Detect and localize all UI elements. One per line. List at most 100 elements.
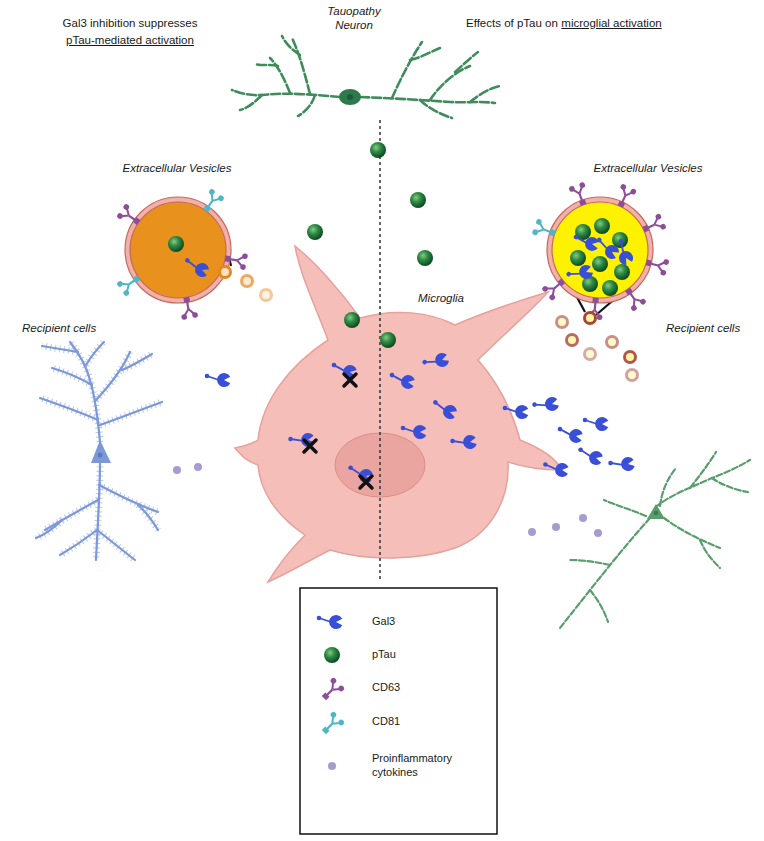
gal3-molecule bbox=[429, 399, 458, 421]
cell-label: Microglia bbox=[418, 291, 464, 305]
cell-label: Recipient cells bbox=[666, 321, 740, 335]
recipient-neuron-healthy bbox=[98, 453, 103, 458]
gal3-molecule bbox=[572, 234, 600, 252]
gal3-molecule bbox=[205, 373, 231, 387]
ptau-particle bbox=[602, 280, 618, 296]
cd63-receptor bbox=[613, 183, 637, 210]
cytokine-dot bbox=[173, 466, 181, 474]
recipient-neuron-healthy bbox=[36, 342, 162, 560]
small-vesicle bbox=[585, 313, 596, 324]
ptau-particle bbox=[592, 256, 608, 272]
small-vesicle bbox=[261, 290, 272, 301]
cd63-receptor bbox=[644, 254, 669, 276]
ptau-particle bbox=[344, 312, 360, 328]
cytokine-dot bbox=[194, 463, 202, 471]
extracellular-vesicle-inhibited bbox=[130, 202, 226, 298]
recipient-neuron-healthy bbox=[91, 440, 111, 463]
recipient-neuron-healthy bbox=[36, 342, 162, 560]
legend-text: Proinflammatory cytokines bbox=[372, 752, 482, 780]
extracellular-vesicle-ptau bbox=[532, 182, 670, 321]
divider-line bbox=[379, 120, 381, 582]
inhibition-mark bbox=[344, 374, 356, 386]
small-vesicle bbox=[242, 276, 253, 287]
small-vesicles bbox=[220, 267, 638, 381]
legend-text: CD63 bbox=[372, 681, 482, 695]
gal3-molecule bbox=[532, 396, 560, 416]
inhibition-mark bbox=[304, 440, 316, 452]
inhibition-mark bbox=[360, 476, 372, 488]
gal3-molecule bbox=[565, 263, 594, 285]
legend-text: pTau bbox=[372, 648, 482, 662]
tauopathy-neuron bbox=[339, 89, 361, 105]
gal3-molecule bbox=[556, 426, 584, 444]
microglia-cell bbox=[235, 246, 562, 582]
small-vesicle bbox=[607, 337, 618, 348]
gal3-molecule bbox=[583, 417, 609, 431]
cd63-receptor bbox=[621, 285, 647, 312]
ptau-particle bbox=[614, 264, 630, 280]
legend-gal3-icon bbox=[317, 615, 343, 629]
cd63-receptor bbox=[568, 182, 591, 208]
ptau-particle bbox=[168, 236, 184, 252]
gal3-molecule bbox=[542, 461, 569, 477]
legend-box bbox=[300, 588, 497, 834]
panel-heading: Effects of pTau on bbox=[466, 16, 558, 30]
gal3-molecule bbox=[608, 456, 636, 474]
cd63-receptor bbox=[178, 296, 198, 320]
extracellular-vesicle-inhibited bbox=[116, 188, 248, 320]
gal3-molecule bbox=[576, 446, 604, 466]
cd63-receptor bbox=[116, 203, 143, 229]
tauopathy-neuron bbox=[232, 36, 500, 118]
cd81-receptor bbox=[199, 188, 225, 215]
gal3-molecule bbox=[450, 434, 478, 452]
recipient-neuron-damaged bbox=[654, 511, 658, 515]
ptau-particle bbox=[417, 250, 433, 266]
panel-heading: Gal3 inhibition suppresses bbox=[63, 16, 198, 30]
cd63-receptor bbox=[640, 213, 667, 237]
small-vesicle bbox=[220, 267, 231, 278]
cd63-receptor bbox=[541, 274, 568, 301]
molecules bbox=[168, 142, 635, 537]
ptau-particle bbox=[594, 218, 610, 234]
cytokine-dot bbox=[552, 523, 560, 531]
recipient-neuron-healthy bbox=[36, 342, 162, 560]
microglia-cell bbox=[235, 246, 562, 582]
cytokine-dot bbox=[594, 529, 602, 537]
legend-ptau-icon bbox=[324, 647, 340, 663]
gal3-molecule bbox=[421, 351, 450, 373]
neuron-label: Tauopathy Neuron bbox=[321, 4, 387, 33]
legend-text: Gal3 bbox=[372, 615, 482, 629]
extracellular-vesicle-ptau bbox=[547, 197, 653, 303]
gal3-molecule bbox=[610, 238, 635, 267]
small-vesicle bbox=[625, 352, 636, 363]
vesicle-label: Extracellular Vesicles bbox=[123, 161, 232, 175]
legend-cd63-icon bbox=[318, 677, 345, 704]
legend-box bbox=[300, 588, 497, 834]
legend-text: CD81 bbox=[372, 715, 482, 729]
cd81-receptor bbox=[116, 271, 143, 297]
small-vesicle bbox=[585, 349, 596, 360]
ptau-particle bbox=[307, 224, 323, 240]
legend-cd81-icon bbox=[318, 711, 345, 738]
gal3-molecule bbox=[181, 257, 210, 279]
vesicle-label: Extracellular Vesicles bbox=[594, 161, 703, 175]
panel-heading: microglial activation bbox=[561, 16, 661, 30]
gal3-molecule bbox=[388, 372, 416, 390]
cytokine-dot bbox=[528, 528, 536, 536]
gal3-molecule bbox=[401, 425, 427, 439]
recipient-neuron-damaged bbox=[647, 504, 665, 519]
ptau-particle bbox=[570, 250, 586, 266]
cd81-receptor bbox=[532, 218, 558, 241]
ptau-particle bbox=[370, 142, 386, 158]
small-vesicle bbox=[627, 370, 638, 381]
small-vesicle bbox=[567, 335, 578, 346]
extracellular-vesicle-inhibited bbox=[125, 197, 231, 303]
tauopathy-neuron bbox=[347, 94, 353, 100]
recipient-neuron-damaged bbox=[560, 452, 750, 628]
recipient-neuron-damaged bbox=[560, 452, 750, 628]
extracellular-vesicle-ptau bbox=[552, 202, 648, 298]
panel-heading: pTau-mediated activation bbox=[66, 33, 194, 47]
small-vesicle bbox=[557, 317, 568, 328]
gal3-molecule bbox=[503, 405, 529, 419]
cytokine-dot bbox=[579, 514, 587, 522]
